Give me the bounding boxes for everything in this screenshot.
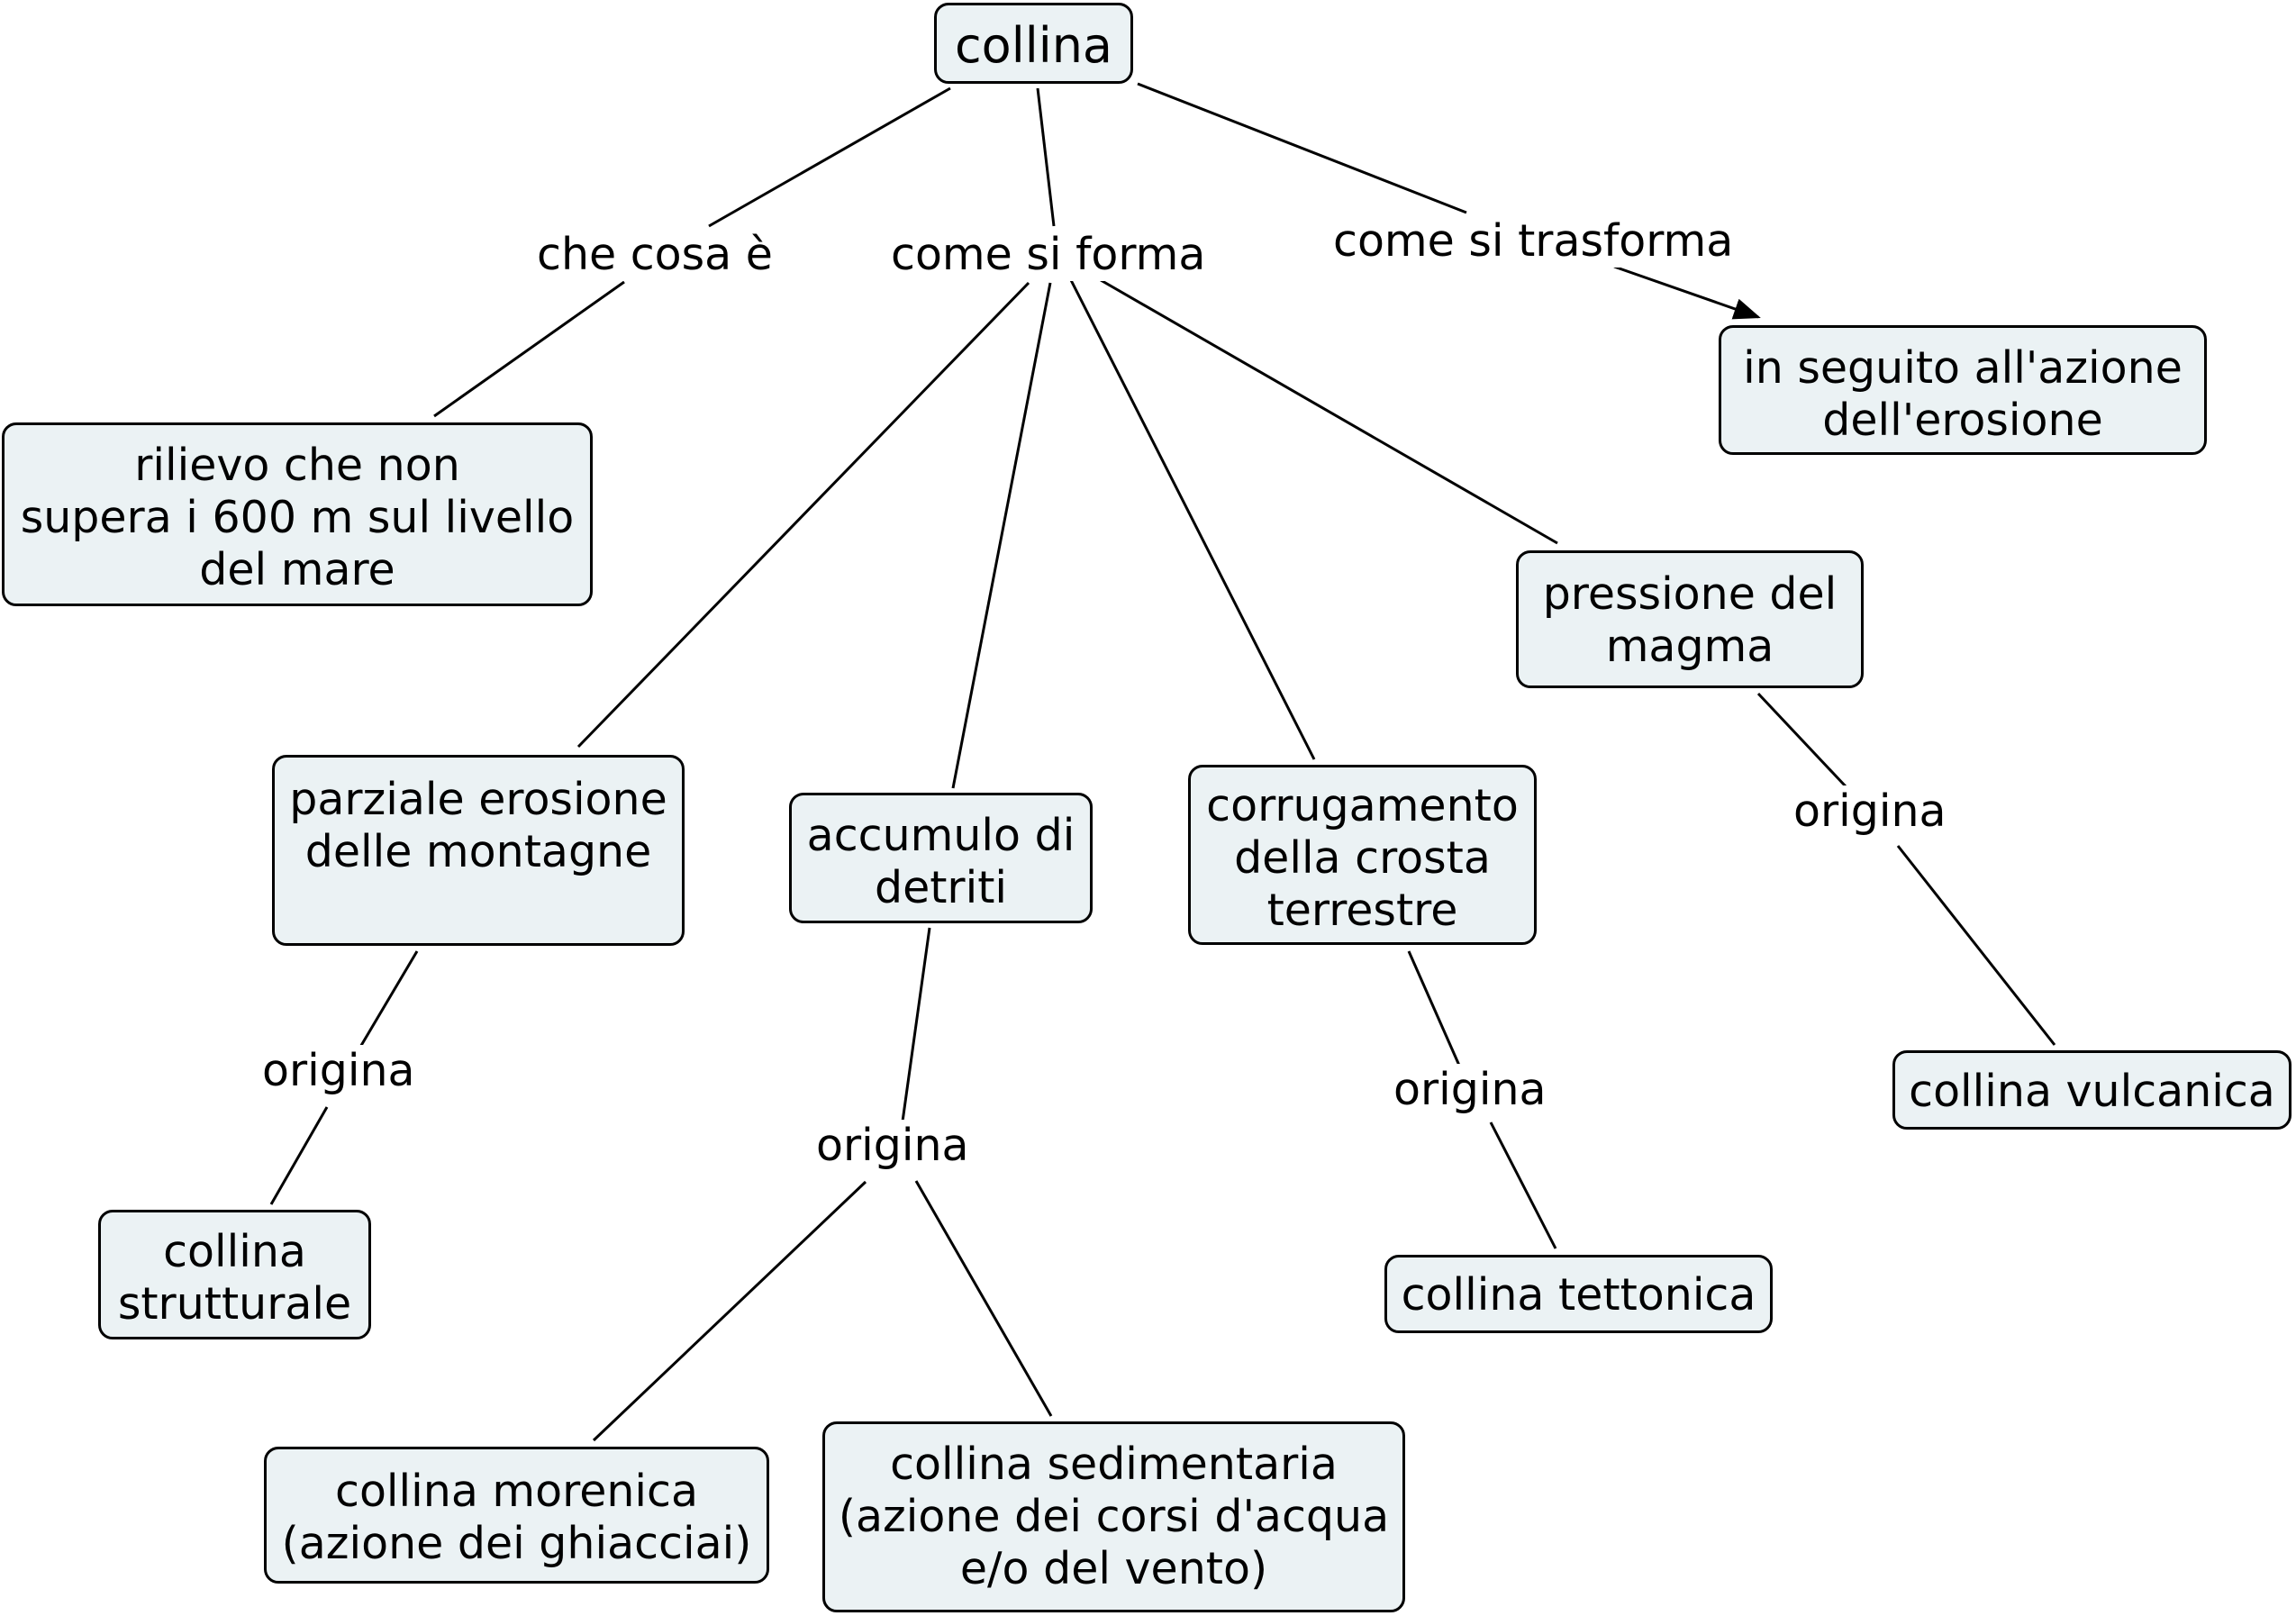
magma-node: pressione del magma (1516, 550, 1864, 688)
edge-forma-to-debris (951, 282, 1052, 789)
edge-origina-to-volcanic (1896, 845, 2056, 1046)
folding-node: corrugamento della crosta terrestre (1188, 765, 1537, 945)
erosion-node: in seguito all'azione dell'erosione (1719, 325, 2207, 455)
link-label-what-is: che cosa è (537, 229, 773, 281)
edge-root-to-come-si-forma (1036, 87, 1056, 227)
link-label-origina: origina (262, 1045, 415, 1097)
edge-origina-to-structural (269, 1106, 329, 1205)
definition-node: rilievo che non supera i 600 m sul livel… (2, 422, 593, 606)
moraine-hill-node: collina morenica (azione dei ghiacciai) (264, 1447, 769, 1584)
link-label-origina: origina (1393, 1064, 1547, 1116)
edge-che-cosa-to-definition (433, 280, 625, 418)
link-label-origina: origina (816, 1120, 969, 1172)
sedimentary-hill-node: collina sedimentaria (azione dei corsi d… (822, 1421, 1405, 1612)
link-label-how-formed: come si forma (891, 229, 1206, 281)
edge-root-to-come-si-trasforma (1137, 82, 1467, 214)
root-node: collina (934, 3, 1133, 84)
edge-trasforma-to-erosion (1613, 265, 1761, 320)
structural-hill-node: collina strutturale (98, 1210, 371, 1339)
edge-forma-to-folding (1069, 279, 1316, 760)
edge-partial-erosion-to-origina (358, 950, 419, 1049)
partial-erosion-node: parziale erosione delle montagne (272, 755, 685, 946)
edge-root-to-che-cosa (708, 86, 951, 228)
edge-forma-to-partial-erosion (576, 281, 1030, 749)
debris-node: accumulo di detriti (789, 793, 1093, 923)
edge-origina-to-tectonic (1489, 1121, 1557, 1249)
edge-origina-to-sedimentary (914, 1180, 1053, 1417)
tectonic-hill-node: collina tettonica (1384, 1255, 1773, 1333)
edge-magma-to-origina (1756, 692, 1847, 788)
link-label-origina: origina (1793, 785, 1947, 838)
edge-origina-to-moraine (592, 1180, 867, 1442)
link-label-how-transformed: come si trasforma (1333, 215, 1734, 268)
edge-forma-to-magma (1100, 278, 1558, 545)
edge-folding-to-origina (1407, 950, 1462, 1068)
volcanic-hill-node: collina vulcanica (1892, 1050, 2291, 1130)
edge-debris-to-origina (901, 927, 931, 1122)
